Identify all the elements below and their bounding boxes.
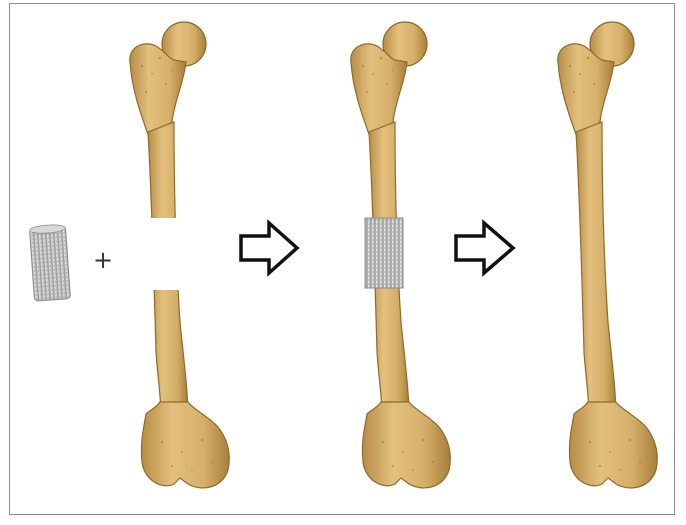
right-arrow-icon [241,223,297,273]
femur-healed [558,22,657,488]
femur-with-implant [351,22,450,488]
cylinder-implant [29,224,70,301]
femur-with-defect [122,22,229,488]
right-arrow-icon [456,223,513,273]
plus-sign: + [93,248,113,272]
